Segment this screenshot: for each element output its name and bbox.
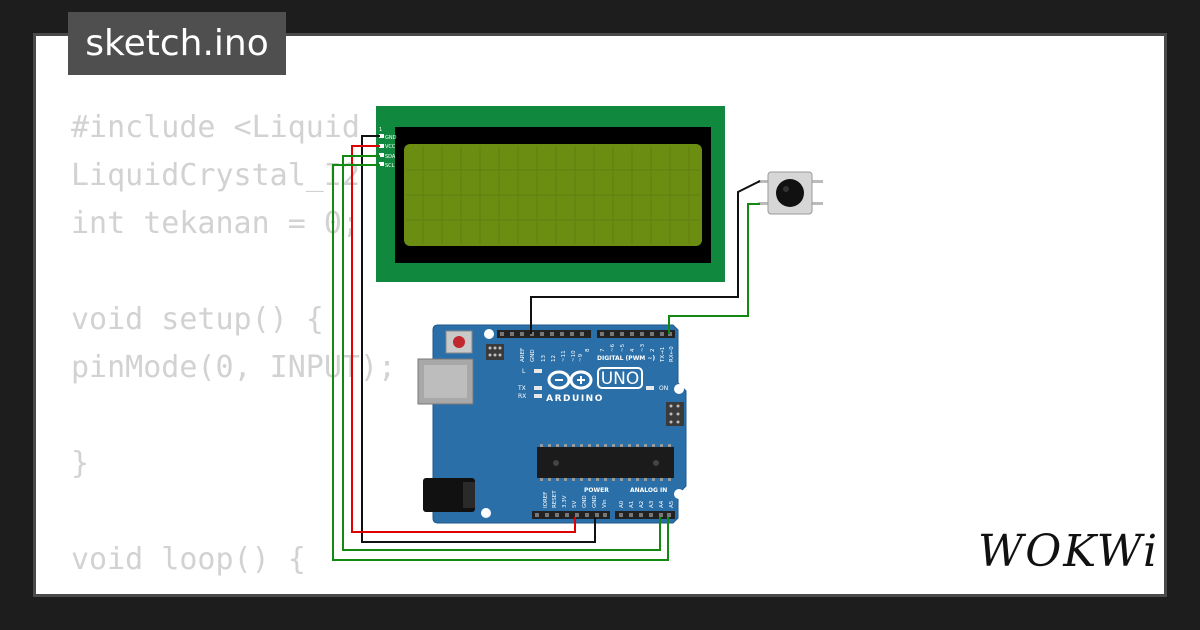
wire-button-gnd: [530, 180, 761, 334]
lcd-pin-gnd: GND: [385, 135, 397, 141]
power-jack: [423, 478, 475, 512]
wire-gnd: [361, 135, 596, 543]
pin-label: 8: [585, 348, 591, 352]
wokwi-logo: WOKWi: [978, 526, 1160, 577]
icsp-header: [666, 402, 684, 426]
pin-label: ~3: [640, 343, 646, 352]
button-highlight: [783, 186, 789, 192]
lcd-module[interactable]: 1 GND VCC SDA SCL: [376, 106, 725, 282]
pin-label: 3.3V: [562, 495, 568, 508]
chip-notch: [553, 460, 559, 466]
pin-label: A1: [629, 501, 635, 508]
pin-label: A3: [649, 500, 655, 508]
reset-button-cap: [453, 336, 465, 348]
led-rx: [534, 394, 542, 398]
digital-header-right[interactable]: [597, 330, 675, 338]
uno-badge: [597, 367, 643, 389]
mounting-hole: [674, 384, 684, 394]
pin-label: A5: [669, 500, 675, 508]
pin-label: Vin: [602, 499, 608, 508]
wires: [332, 135, 761, 561]
led-label-rx: RX: [518, 393, 526, 400]
lcd-pin-sda: SDA: [385, 154, 396, 160]
led-label-l: L: [522, 368, 526, 375]
pin-label: GND: [592, 495, 598, 508]
power-jack-barrel: [463, 482, 475, 508]
pin-label: ~9: [578, 353, 584, 362]
arduino-infinity-logo: [547, 370, 593, 390]
mounting-hole: [481, 508, 491, 518]
led-label-tx: TX: [517, 385, 526, 392]
pin-label: 13: [541, 355, 547, 362]
button-leg: [811, 180, 823, 183]
mounting-hole: [484, 329, 494, 339]
pin-label: 7: [600, 348, 606, 352]
lcd-pin1-marker: 1: [379, 127, 382, 133]
pin-label: 5V: [572, 501, 578, 508]
led-on: [646, 386, 654, 390]
pin-label: 4: [630, 348, 636, 352]
pin-label: ~6: [610, 343, 616, 352]
pin-label: A0: [619, 500, 625, 508]
button-leg: [811, 202, 823, 205]
wire-vcc: [351, 145, 576, 533]
pin-label: 12: [551, 355, 557, 362]
code-line: void loop() {: [71, 542, 306, 577]
arduino-brand-label: ARDUINO: [546, 394, 604, 404]
pin-label: IOREF: [543, 492, 549, 508]
pin-label: 2: [650, 349, 656, 353]
pin-label: RESET: [552, 490, 558, 508]
pin-label: A4: [659, 500, 665, 508]
usb-connector-inner: [424, 365, 467, 398]
file-name-tag: sketch.ino: [68, 12, 286, 75]
pin-label: TX→1: [660, 347, 666, 363]
chip-dot: [653, 460, 659, 466]
led-tx: [534, 386, 542, 390]
analog-header-label: ANALOG IN: [630, 487, 667, 494]
pin-label: ~11: [561, 350, 567, 362]
atmega-chip: [537, 447, 674, 478]
code-line: int tekanan = digitalRead(0);: [71, 584, 631, 594]
power-header-label: POWER: [584, 487, 609, 494]
code-line: #include <Liquid: [71, 110, 360, 145]
led-label-on: ON: [659, 385, 668, 392]
digital-header-label: DIGITAL (PWM ~): [597, 355, 655, 362]
uno-label: UNO: [601, 369, 640, 389]
arduino-uno-board[interactable]: AREF GND 13 12 ~11 ~10 ~9 8 7 ~6 ~5 4 ~3…: [417, 324, 687, 524]
pin-label: GND: [582, 495, 588, 508]
button-cap[interactable]: [776, 179, 804, 207]
wire-button-signal: [668, 203, 760, 334]
lcd-pin-scl: SCL: [385, 163, 395, 169]
pin-label: RX←0: [669, 346, 675, 362]
code-line: void setup() {: [71, 302, 324, 337]
icsp-header-small: [486, 344, 504, 360]
wire-sda: [342, 155, 661, 551]
button-leg: [758, 202, 768, 205]
lcd-i2c-pins: [379, 134, 384, 166]
pin-label: A2: [639, 501, 645, 508]
power-header[interactable]: [532, 511, 610, 519]
button-leg: [758, 180, 768, 183]
mounting-hole: [674, 489, 684, 499]
pin-label: AREF: [520, 348, 526, 362]
pushbutton[interactable]: [758, 171, 823, 215]
code-line: }: [71, 446, 90, 481]
pin-label: ~5: [620, 343, 626, 352]
analog-header[interactable]: [615, 511, 675, 519]
pin-label: ~10: [571, 350, 577, 362]
led-l: [534, 369, 542, 373]
code-line: LiquidCrystal_I2: [71, 158, 360, 193]
lcd-pin-vcc: VCC: [385, 144, 396, 150]
lcd-character-grid: [406, 146, 700, 244]
wire-scl: [332, 164, 669, 561]
code-line: int tekanan = 0;: [71, 206, 360, 241]
pin-label: GND: [530, 349, 536, 362]
